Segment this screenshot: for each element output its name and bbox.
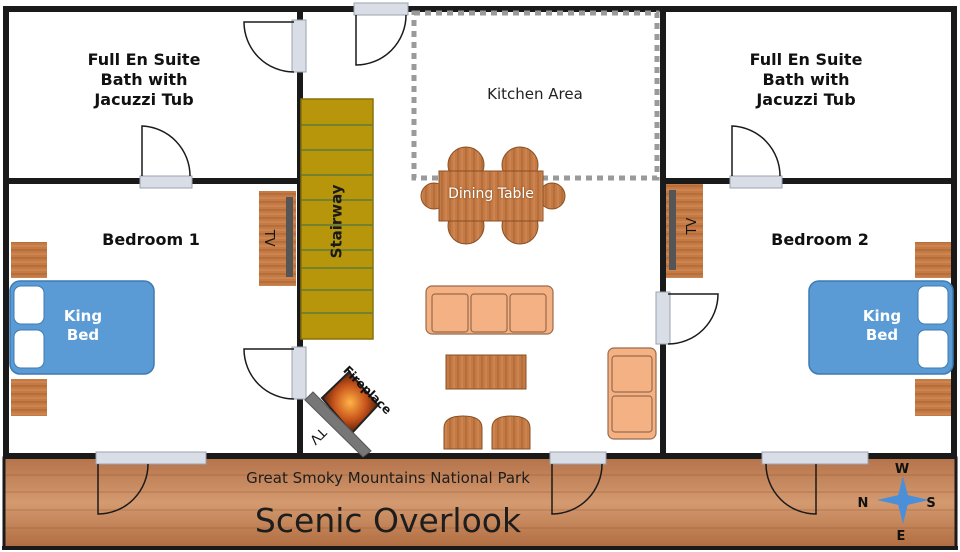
sofa-main bbox=[425, 285, 554, 335]
loveseat bbox=[607, 347, 657, 440]
pillow-left-2 bbox=[13, 329, 45, 369]
bed-left bbox=[9, 280, 155, 375]
compass-rose bbox=[877, 476, 929, 524]
bath-right-line3: Jacuzzi Tub bbox=[756, 90, 856, 109]
fireplace bbox=[304, 370, 380, 458]
compass-south: S bbox=[926, 496, 936, 511]
bath-left-line2: Bath with bbox=[100, 70, 188, 89]
bath-right-line1: Full En Suite bbox=[749, 50, 863, 69]
nightstand-right-top bbox=[915, 242, 951, 278]
nightstand-left-top bbox=[11, 242, 47, 278]
bath-left-line1: Full En Suite bbox=[87, 50, 201, 69]
door-swings bbox=[97, 14, 817, 515]
deck bbox=[4, 458, 956, 548]
tv-label-left: TV bbox=[261, 229, 277, 247]
bath-left-line3: Jacuzzi Tub bbox=[94, 90, 194, 109]
tv-label-right: TV bbox=[684, 217, 700, 235]
bed-left-label: King Bed bbox=[38, 307, 128, 345]
scenic-overlook-label: Scenic Overlook bbox=[254, 501, 522, 540]
pillow-right-1 bbox=[917, 285, 949, 325]
bedroom-2-label: Bedroom 2 bbox=[771, 230, 869, 249]
bed-right-line2: Bed bbox=[865, 325, 899, 344]
dining-table-label: Dining Table bbox=[448, 186, 534, 202]
bath-right-label: Full En Suite Bath with Jacuzzi Tub bbox=[696, 50, 916, 110]
stairway-label: Stairway bbox=[327, 184, 346, 259]
doors bbox=[95, 2, 869, 465]
bed-right-line1: King bbox=[862, 307, 902, 325]
dining-table bbox=[438, 170, 544, 222]
kitchen-label: Kitchen Area bbox=[487, 85, 583, 103]
tv-screen-left bbox=[286, 197, 293, 277]
nightstand-left-bottom bbox=[11, 379, 47, 416]
bath-left-label: Full En Suite Bath with Jacuzzi Tub bbox=[34, 50, 254, 110]
tv-screen-right bbox=[669, 190, 676, 270]
bed-right-label: King Bed bbox=[837, 307, 927, 345]
nightstand-right-bottom bbox=[915, 379, 951, 416]
compass-west: W bbox=[894, 462, 910, 477]
stairway bbox=[300, 98, 374, 340]
bed-left-line2: Bed bbox=[66, 325, 100, 344]
pillow-right-2 bbox=[917, 329, 949, 369]
compass-north: N bbox=[857, 496, 869, 511]
park-label: Great Smoky Mountains National Park bbox=[246, 469, 530, 487]
bedroom-1-label: Bedroom 1 bbox=[102, 230, 200, 249]
dining-set bbox=[420, 146, 566, 245]
coffee-table bbox=[445, 354, 527, 390]
compass-east: E bbox=[896, 529, 906, 544]
pillow-left-1 bbox=[13, 285, 45, 325]
bath-right-line2: Bath with bbox=[762, 70, 850, 89]
accent-chairs bbox=[443, 415, 531, 450]
bed-left-line1: King bbox=[63, 307, 103, 325]
bed-right bbox=[808, 280, 954, 375]
